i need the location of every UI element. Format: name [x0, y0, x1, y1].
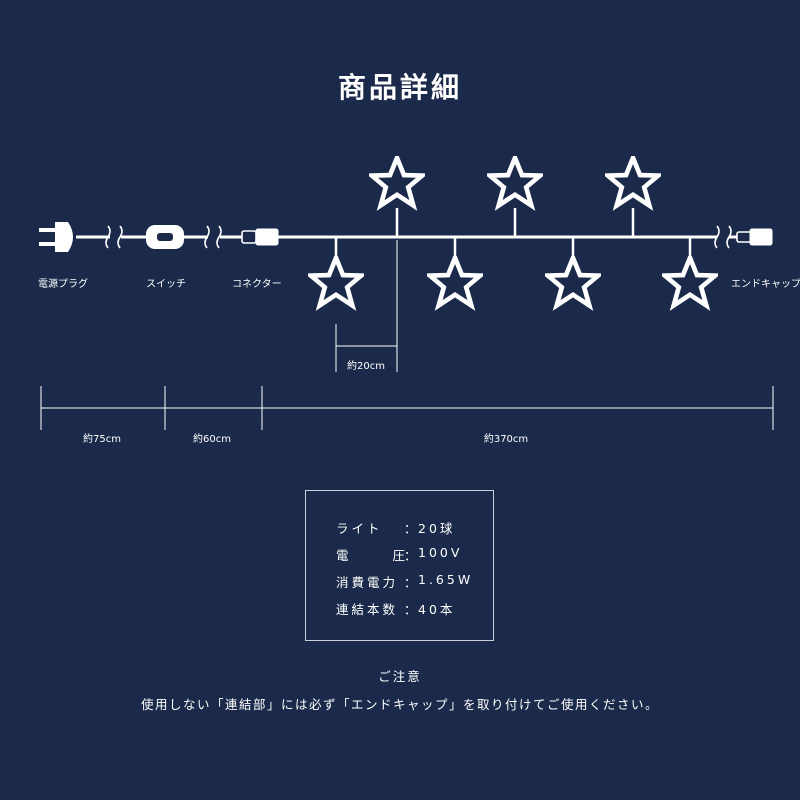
star-light-icon — [665, 258, 715, 306]
spec-colon: ： — [404, 602, 420, 617]
star-light-icon — [430, 258, 480, 306]
spec-box: ライト ： 20球 電圧 ： 100V 消費電力 ： 1.65W 連結本数 ： … — [305, 490, 494, 641]
spec-colon: ： — [404, 548, 420, 563]
star-light-icon — [372, 158, 422, 206]
notice-text: 使用しない「連結部」には必ず「エンドキャップ」を取り付けてご使用ください。 — [140, 697, 659, 712]
connector-icon — [241, 228, 279, 246]
spec-row-power: 消費電力 ： 1.65W — [336, 572, 473, 591]
star-spacing-label: 約20cm — [347, 359, 385, 372]
connector-label: コネクター — [232, 278, 282, 290]
spec-key: 消費電力 — [336, 575, 399, 590]
spec-value: 100V — [418, 545, 463, 560]
spec-value: 1.65W — [418, 572, 474, 587]
spacing-dimension — [335, 240, 398, 372]
spec-row-voltage: 電圧 ： 100V — [336, 545, 462, 564]
star-light-icon — [311, 258, 361, 306]
spec-colon: ： — [404, 575, 420, 590]
star-light-icon — [548, 258, 598, 306]
spec-key: ライト — [336, 521, 383, 536]
star-drops — [334, 208, 692, 258]
spec-value: 40本 — [418, 602, 456, 617]
length-label: 約75cm — [83, 432, 121, 445]
length-label: 約370cm — [484, 432, 528, 445]
star-light-icon — [608, 158, 658, 206]
notice-title: ご注意 — [378, 669, 422, 684]
spec-row-connections: 連結本数 ： 40本 — [336, 599, 455, 618]
switch-label: スイッチ — [146, 278, 186, 290]
page-title: 商品詳細 — [337, 71, 462, 104]
length-dimension — [40, 386, 774, 430]
spec-colon: ： — [404, 521, 420, 536]
end-cap-icon — [729, 228, 773, 246]
spec-row-lights: ライト ： 20球 — [336, 518, 455, 537]
plug-label: 電源プラグ — [38, 277, 88, 290]
star-light-icon — [490, 158, 540, 206]
spec-key: 電圧 — [336, 548, 450, 563]
length-label: 約60cm — [193, 432, 231, 445]
spec-key: 連結本数 — [336, 602, 399, 617]
switch-icon — [146, 225, 184, 249]
power-plug-icon — [39, 222, 73, 252]
end-cap-label: エンドキャップ — [731, 278, 800, 290]
spec-value: 20球 — [418, 521, 456, 536]
